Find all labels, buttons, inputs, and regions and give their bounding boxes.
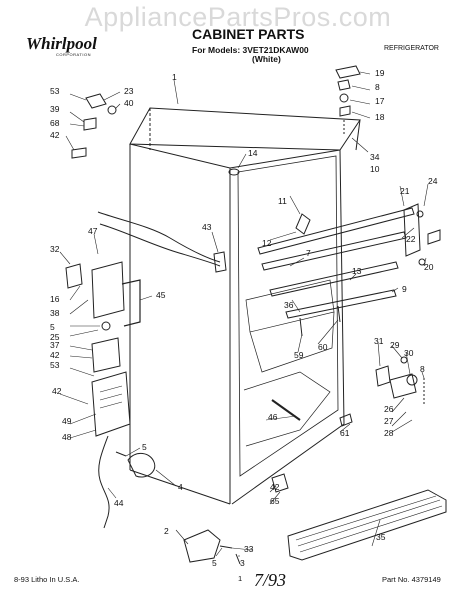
- callout-label: 42: [52, 386, 62, 396]
- callout-label: 65: [270, 496, 280, 506]
- part-number: Part No. 4379149: [382, 575, 441, 584]
- callout-label: 2: [164, 526, 169, 536]
- callout-label: 68: [50, 118, 60, 128]
- callout-label: 61: [340, 428, 350, 438]
- callout-label: 1: [172, 72, 177, 82]
- callout-label: 42: [50, 130, 60, 140]
- callout-label: 27: [384, 416, 394, 426]
- callout-label: 18: [375, 112, 385, 122]
- callout-label: 32: [50, 244, 60, 254]
- callout-label: 25: [50, 332, 60, 342]
- callout-label: 38: [50, 308, 60, 318]
- callout-label: 9: [402, 284, 407, 294]
- callout-label: 37: [50, 340, 60, 350]
- callout-label: 35: [376, 532, 386, 542]
- callout-label: 44: [114, 498, 124, 508]
- callout-label: 39: [50, 104, 60, 114]
- callout-label: 34: [370, 152, 380, 162]
- page-number: 1: [238, 574, 243, 583]
- watermark: AppliancePartsPros.com: [84, 2, 392, 32]
- callout-label: 10: [370, 164, 380, 174]
- callout-label: 42: [270, 482, 280, 492]
- callout-label: 46: [268, 412, 278, 422]
- callout-label: 29: [390, 340, 400, 350]
- callout-label: 45: [156, 290, 166, 300]
- callout-label: 30: [404, 348, 414, 358]
- callout-label: 5: [142, 442, 147, 452]
- callout-label: 17: [375, 96, 385, 106]
- callout-label: 43: [202, 222, 212, 232]
- handwritten-date: 7/93: [254, 570, 287, 590]
- model-color: (White): [252, 54, 281, 64]
- callout-label: 12: [262, 238, 272, 248]
- callout-label: 8: [375, 82, 380, 92]
- print-info: 8-93 Litho In U.S.A.: [14, 575, 80, 584]
- callout-label: 19: [375, 68, 385, 78]
- callout-label: 36: [284, 300, 294, 310]
- model-list: For Models: 3VET21DKAW00: [192, 45, 309, 55]
- callout-label: 48: [62, 432, 72, 442]
- callout-label: 7: [306, 248, 311, 258]
- callout-label: 40: [124, 98, 134, 108]
- callout-label: 16: [50, 294, 60, 304]
- logo-subtitle: CORPORATION: [56, 52, 91, 57]
- front-grille: [287, 489, 447, 561]
- appliance-category: REFRIGERATOR: [384, 45, 439, 52]
- callout-label: 8: [420, 364, 425, 374]
- callout-label: 3: [240, 558, 245, 568]
- callout-label: 23: [124, 86, 134, 96]
- callout-label: 42: [50, 350, 60, 360]
- callout-label: 11: [278, 196, 287, 206]
- callout-label: 20: [424, 262, 434, 272]
- callout-label: 5: [212, 558, 217, 568]
- callout-label: 31: [374, 336, 384, 346]
- callout-label: 53: [50, 86, 60, 96]
- callout-label: 13: [352, 266, 362, 276]
- callout-label: 59: [294, 350, 304, 360]
- callout-label: 14: [248, 148, 258, 158]
- callout-label: 5: [50, 322, 55, 332]
- page-title: CABINET PARTS: [192, 26, 305, 42]
- callout-label: 24: [428, 176, 438, 186]
- callout-label: 33: [244, 544, 254, 554]
- callout-label: 47: [88, 226, 98, 236]
- callout-label: 60: [318, 342, 328, 352]
- callout-label: 21: [400, 186, 410, 196]
- callout-label: 53: [50, 360, 60, 370]
- callout-label: 22: [406, 234, 416, 244]
- callout-label: 4: [178, 482, 183, 492]
- whirlpool-logo: Whirlpool: [26, 34, 97, 53]
- callout-label: 28: [384, 428, 394, 438]
- callout-label: 49: [62, 416, 72, 426]
- cabinet-shell: [129, 107, 361, 151]
- callout-label: 26: [384, 404, 394, 414]
